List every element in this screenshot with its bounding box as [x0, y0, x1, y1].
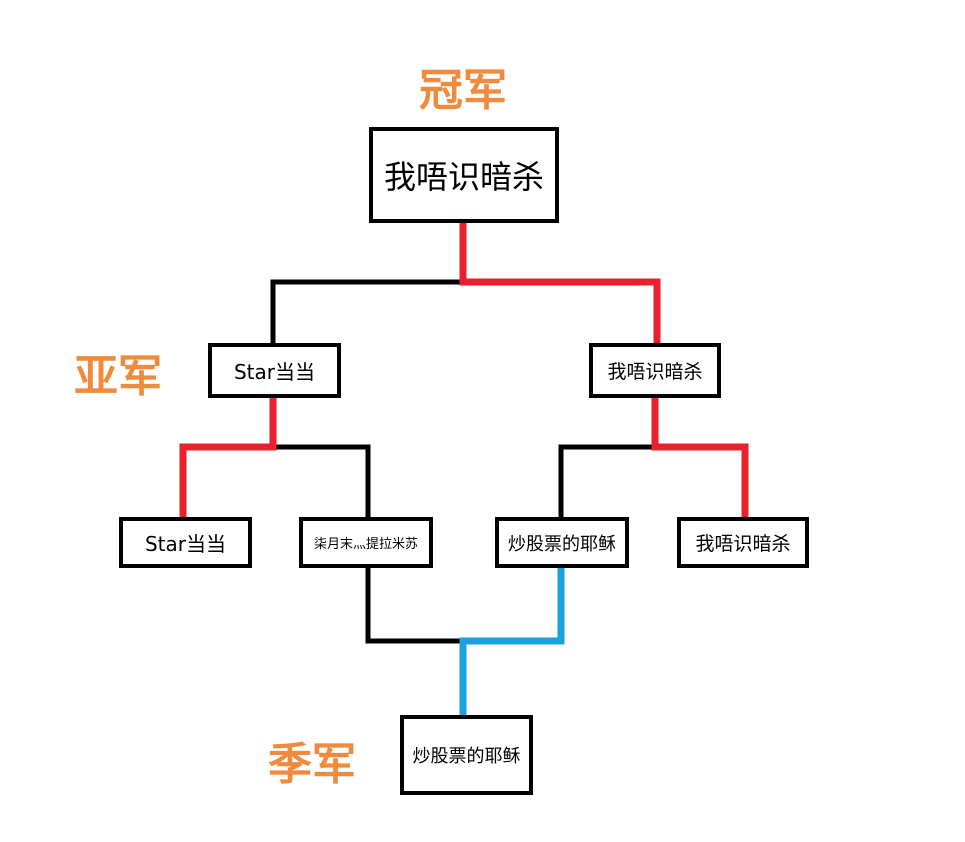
line-third-loser — [365, 567, 463, 644]
line-final-winner — [459, 222, 661, 344]
line-semi-right-winner — [651, 397, 749, 518]
r1-d-name: 我唔识暗杀 — [695, 533, 791, 555]
r1-b-box: 柒月末灬提拉米苏 — [299, 517, 433, 568]
r1-d-box: 我唔识暗杀 — [677, 517, 809, 568]
line-semi-left-winner — [179, 397, 277, 518]
semi-right-name: 我唔识暗杀 — [607, 361, 703, 383]
third-place-name: 炒股票的耶稣 — [412, 746, 521, 767]
line-semi-right-loser — [558, 444, 655, 518]
line-final-left — [270, 279, 463, 344]
r1-b-name: 柒月末灬提拉米苏 — [313, 537, 418, 552]
champion-label: 冠军 — [419, 65, 507, 116]
r1-c-box: 炒股票的耶稣 — [495, 517, 629, 568]
r1-c-name: 炒股票的耶稣 — [508, 533, 616, 555]
line-third-winner — [459, 567, 565, 716]
third-place-label: 季军 — [268, 739, 356, 790]
final-winner-name: 我唔识暗杀 — [383, 158, 544, 196]
r1-a-name: Star当当 — [144, 532, 226, 556]
semi-left-name: Star当当 — [233, 360, 315, 384]
semi-left-box: Star当当 — [208, 343, 341, 398]
line-semi-left-loser — [273, 444, 371, 518]
third-place-box: 炒股票的耶稣 — [400, 715, 533, 795]
runner-up-label: 亚军 — [74, 351, 162, 402]
final-winner-box: 我唔识暗杀 — [369, 127, 559, 223]
semi-right-box: 我唔识暗杀 — [589, 343, 721, 398]
r1-a-box: Star当当 — [119, 517, 252, 568]
